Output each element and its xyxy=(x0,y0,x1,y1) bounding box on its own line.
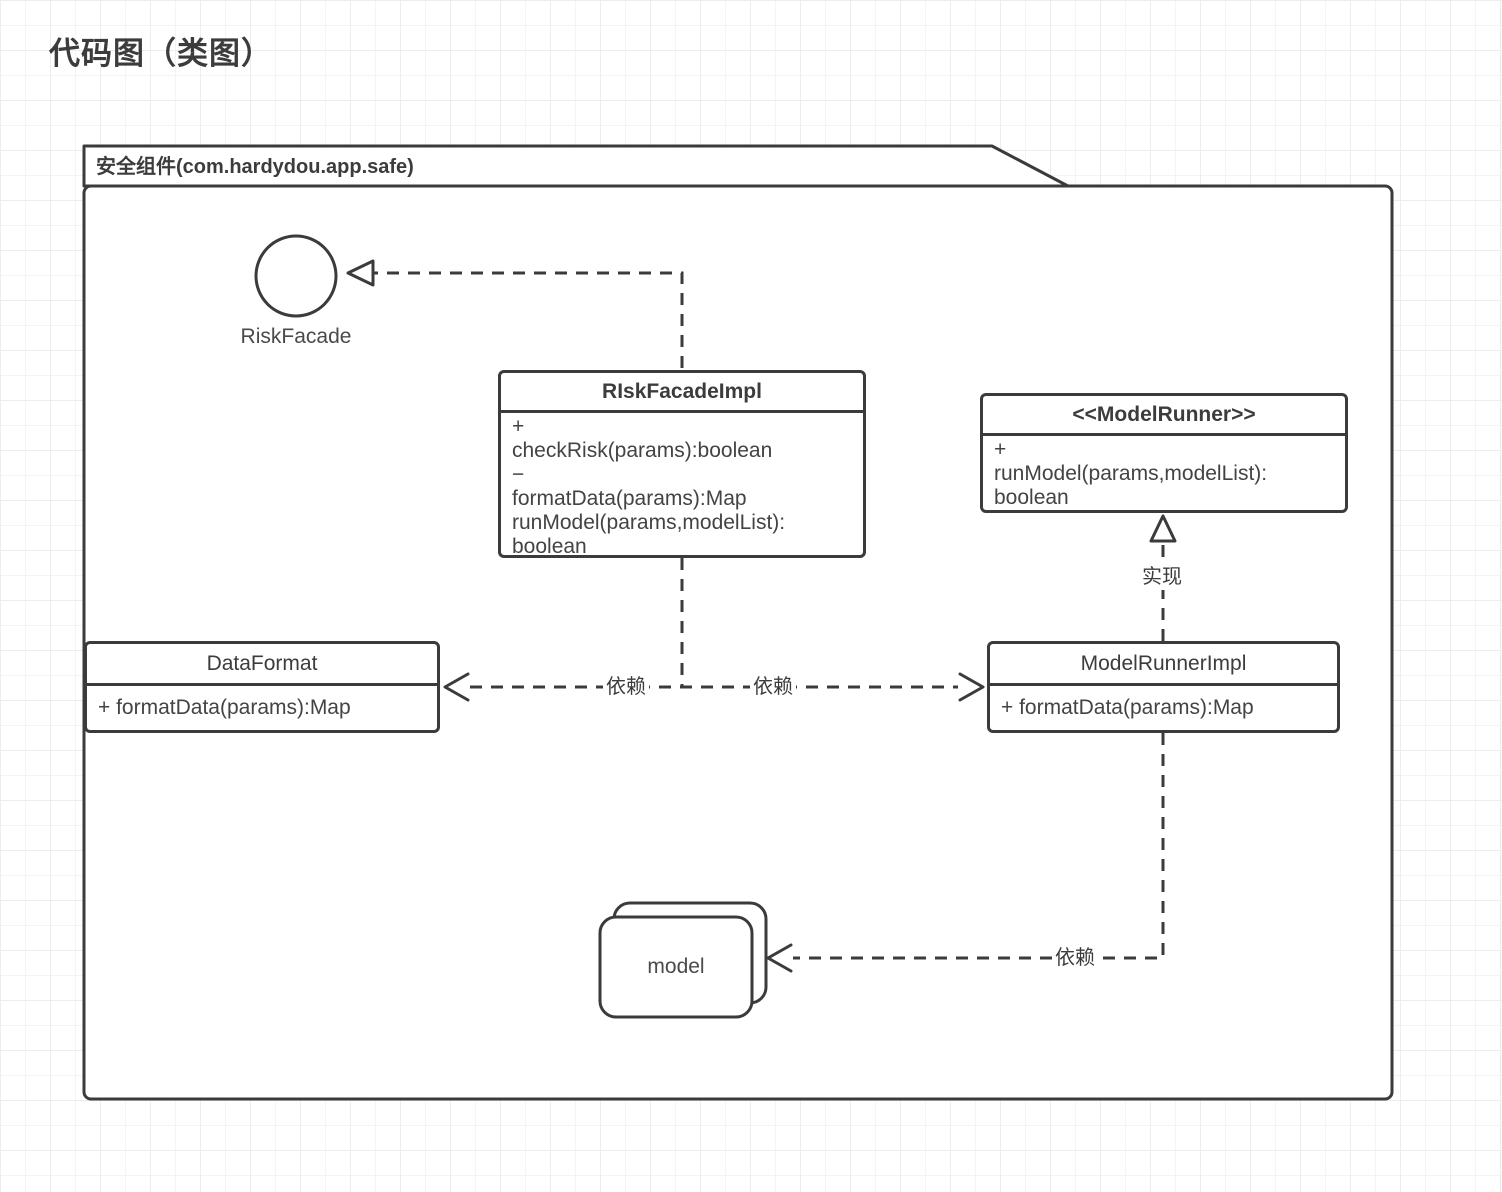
class-modelrunnerimpl-members: + formatData(params):Map xyxy=(990,686,1337,730)
edge-label-depend-left: 依赖 xyxy=(603,674,649,700)
edge-label-depend-right: 依赖 xyxy=(750,674,796,700)
package-tab[interactable] xyxy=(82,144,1070,188)
member-line: formatData(params):Map xyxy=(512,487,747,510)
edge-label-realize: 实现 xyxy=(1139,564,1185,590)
model-label: model xyxy=(647,955,705,978)
interface-circle[interactable] xyxy=(254,234,338,318)
class-dataformat-title: DataFormat xyxy=(87,644,437,686)
class-riskfacadeimpl-title: RIskFacadeImpl xyxy=(501,373,863,413)
model-card-front[interactable] xyxy=(598,915,754,1019)
open-arrowhead-dataformat xyxy=(443,672,470,702)
member-line: + xyxy=(994,438,1007,461)
class-modelrunner[interactable]: <<ModelRunner>> + runModel(params,modelL… xyxy=(980,393,1348,513)
class-modelrunnerimpl-title: ModelRunnerImpl xyxy=(990,644,1337,686)
member-line: checkRisk(params):boolean xyxy=(512,439,773,462)
open-arrowhead-model xyxy=(766,943,793,973)
interface-label: RiskFacade xyxy=(240,325,352,348)
hollow-arrowhead-realize xyxy=(1149,514,1177,543)
member-line: boolean xyxy=(994,486,1069,509)
member-line: + formatData(params):Map xyxy=(1001,696,1254,719)
class-riskfacadeimpl[interactable]: RIskFacadeImpl + checkRisk(params):boole… xyxy=(498,370,866,558)
member-line: + xyxy=(512,415,525,438)
class-dataformat-members: + formatData(params):Map xyxy=(87,686,437,730)
member-line: + formatData(params):Map xyxy=(98,696,351,719)
member-line: boolean xyxy=(512,535,587,558)
edge-label-depend-model: 依赖 xyxy=(1052,945,1098,971)
class-riskfacadeimpl-members: + checkRisk(params):boolean − formatData… xyxy=(501,413,863,559)
open-arrowhead-modelrunnerimpl xyxy=(958,672,985,702)
edge-impl-to-interface[interactable] xyxy=(374,271,684,368)
class-dataformat[interactable]: DataFormat + formatData(params):Map xyxy=(84,641,440,733)
class-modelrunner-title: <<ModelRunner>> xyxy=(983,396,1345,436)
member-line: − xyxy=(512,463,525,486)
hollow-arrowhead-interface xyxy=(346,259,375,287)
class-modelrunnerimpl[interactable]: ModelRunnerImpl + formatData(params):Map xyxy=(987,641,1340,733)
package-title: 安全组件(com.hardydou.app.safe) xyxy=(96,156,414,178)
member-line: runModel(params,modelList): xyxy=(994,462,1268,485)
edge-dependency-model[interactable] xyxy=(793,733,1165,960)
class-modelrunner-members: + runModel(params,modelList): boolean xyxy=(983,436,1345,510)
member-line: runModel(params,modelList): xyxy=(512,511,786,534)
page-title: 代码图（类图） xyxy=(49,36,273,71)
